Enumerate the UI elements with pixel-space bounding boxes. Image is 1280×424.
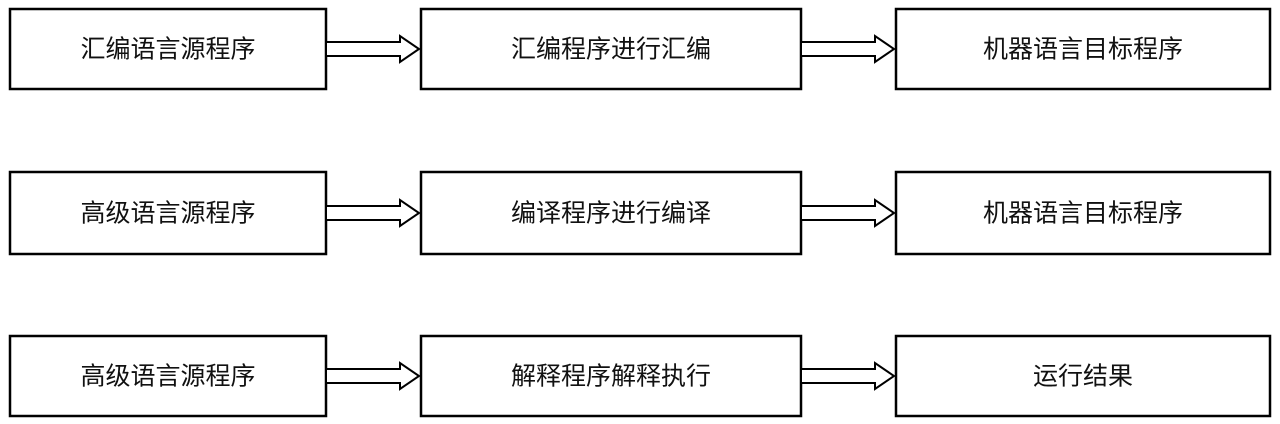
row-3-source-label: 高级语言源程序: [80, 362, 255, 391]
flow-row-2: 高级语言源程序 编译程序进行编译 机器语言目标程序: [8, 170, 1272, 256]
row-2-process-box: [419, 170, 803, 256]
row-2-arrow-2: [800, 198, 896, 228]
row-2-source-label: 高级语言源程序: [80, 199, 255, 228]
row-1-result-label: 机器语言目标程序: [983, 35, 1183, 64]
row-1-arrow-2: [800, 34, 896, 64]
row-3-arrow-1: [325, 361, 421, 391]
row-1-result-box: [894, 7, 1272, 91]
row-3-process-box: [419, 334, 803, 418]
row-1-source-label: 汇编语言源程序: [80, 35, 255, 64]
row-3-result-box: [894, 334, 1272, 418]
row-3-source-box: [8, 334, 328, 418]
row-2-result-label: 机器语言目标程序: [983, 199, 1183, 228]
row-1-arrow-1: [325, 34, 421, 64]
row-2-arrow-1: [325, 198, 421, 228]
row-1-process-box: [419, 7, 803, 91]
row-2-process-label: 编译程序进行编译: [511, 199, 711, 228]
flow-row-1: 汇编语言源程序 汇编程序进行汇编 机器语言目标程序: [8, 7, 1272, 91]
row-2-result-box: [894, 170, 1272, 256]
row-1-source-box: [8, 7, 328, 91]
row-3-arrow-2: [800, 361, 896, 391]
flow-row-3: 高级语言源程序 解释程序解释执行 运行结果: [8, 334, 1272, 418]
row-1-process-label: 汇编程序进行汇编: [511, 35, 711, 64]
row-3-process-label: 解释程序解释执行: [511, 362, 711, 391]
row-3-result-label: 运行结果: [1033, 362, 1133, 391]
